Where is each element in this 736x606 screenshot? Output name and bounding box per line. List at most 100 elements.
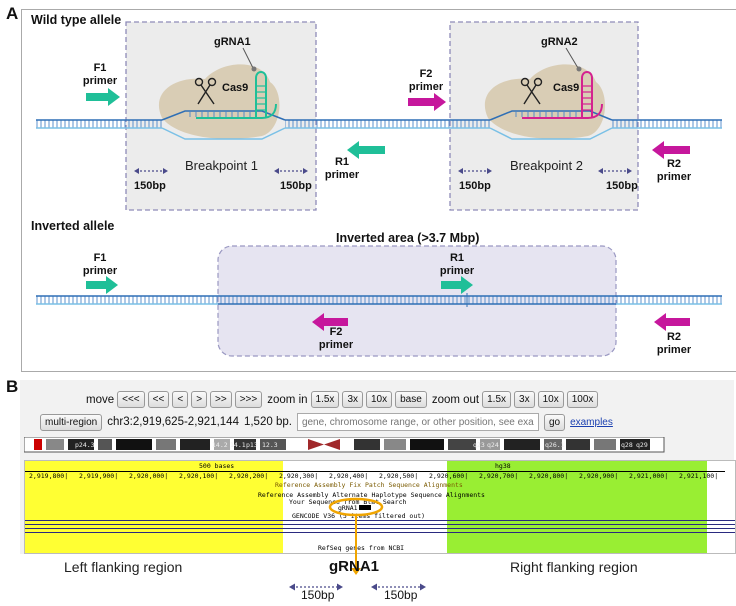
move-far-left-button[interactable]: <<<	[117, 391, 145, 408]
nav-controls-row: move <<< << < > >> >>> zoom in 1.5x 3x 1…	[86, 391, 599, 408]
wild-type-title: Wild type allele	[31, 13, 122, 27]
multi-region-button[interactable]: multi-region	[40, 413, 103, 431]
ruler-tick: 2,920,400|	[329, 472, 369, 480]
ruler-tick: 2,920,900|	[579, 472, 619, 480]
alt-haplotype-track-label: Reference Assembly Alternate Haplotype S…	[258, 491, 485, 499]
panel-b-letter: B	[6, 377, 19, 396]
move-left-button[interactable]: <<	[147, 391, 170, 408]
wt-f2-arrow	[408, 93, 446, 111]
breakpoint1-label: Breakpoint 1	[185, 158, 258, 173]
right-flank-label: Right flanking region	[510, 559, 638, 575]
ruler-tick: 2,919,800|	[29, 472, 69, 480]
gene-line	[25, 532, 735, 533]
zoom-in-3x-button[interactable]: 3x	[342, 391, 363, 408]
grna-highlight-overlay	[289, 497, 426, 591]
assembly-label: hg38	[495, 462, 511, 470]
band-label: q23	[473, 441, 485, 449]
blat-hit[interactable]	[359, 505, 371, 510]
grna1-label: gRNA1	[214, 36, 251, 48]
ruler-tick: 2,920,600|	[429, 472, 469, 480]
band-label: 14.2	[212, 441, 228, 449]
blat-item-label: gRNA1	[338, 504, 358, 512]
zoom-out-3x-button[interactable]: 3x	[514, 391, 535, 408]
left-flank-highlight	[25, 461, 283, 553]
inv-f1-arrow	[86, 276, 118, 294]
wt-f1-arrow	[86, 88, 120, 106]
ruler-tick: 2,920,500|	[379, 472, 419, 480]
scale-bar-text: 500 bases	[199, 462, 235, 470]
inv-r1-arrow	[441, 276, 473, 294]
ruler-tick: 2,920,300|	[279, 472, 319, 480]
scissors-2-icon	[520, 77, 543, 105]
gene-line	[25, 524, 735, 525]
cas9-1-blob	[158, 64, 280, 139]
track-image[interactable]: 500 bases hg38 2,919,800| 2,919,900| 2,9…	[24, 460, 736, 554]
zoom-in-10x-button[interactable]: 10x	[366, 391, 393, 408]
inv-f2-arrow	[312, 313, 348, 331]
wt-r1-arrow	[347, 141, 385, 159]
go-button[interactable]: go	[543, 413, 566, 431]
zoom-out-100x-button[interactable]: 100x	[566, 391, 599, 408]
ruler-line	[25, 471, 725, 472]
move-step-left-button[interactable]: <	[172, 391, 189, 408]
band-label: q29	[636, 441, 648, 449]
chromosome-ideogram[interactable]	[24, 437, 666, 453]
position-search-input[interactable]	[296, 413, 539, 431]
inv-r2-arrow	[654, 313, 690, 331]
bp150-label: 150bp	[280, 180, 312, 192]
gene-line	[25, 528, 735, 529]
grna1-highlight-label: gRNA1	[329, 558, 380, 575]
ruler-tick: 2,919,900|	[79, 472, 119, 480]
band-label: q24	[487, 441, 499, 449]
move-label: move	[86, 393, 115, 406]
ruler-tick: 2,921,000|	[629, 472, 669, 480]
bp150-left-label: 150bp	[301, 588, 335, 602]
examples-link[interactable]: examples	[570, 416, 613, 428]
zoom-out-1-5x-button[interactable]: 1.5x	[482, 391, 512, 408]
bp150-label: 150bp	[606, 180, 638, 192]
cas9-2-blob	[484, 64, 606, 139]
inverted-area-label: Inverted area (>3.7 Mbp)	[336, 231, 480, 245]
band-label: 14.1	[230, 441, 246, 449]
zoom-out-label: zoom out	[431, 393, 480, 406]
ruler-tick: 2,920,700|	[479, 472, 519, 480]
band-label: p13	[246, 441, 258, 449]
breakpoint2-label: Breakpoint 2	[510, 158, 583, 173]
left-flank-label: Left flanking region	[64, 559, 183, 575]
gene-line	[25, 520, 735, 521]
ruler-tick: 2,920,000|	[129, 472, 169, 480]
right-flank-highlight	[447, 461, 707, 553]
panel-a-diagram	[36, 21, 722, 357]
position-text: chr3:2,919,625-2,921,144	[107, 416, 239, 428]
band-label: p24.3	[75, 441, 95, 449]
band-label: q28	[621, 441, 633, 449]
zoom-out-10x-button[interactable]: 10x	[537, 391, 564, 408]
move-step-right-button[interactable]: >	[191, 391, 208, 408]
ruler-tick: 2,920,100|	[179, 472, 219, 480]
move-right-button[interactable]: >>	[210, 391, 232, 408]
scissors-1-icon	[194, 77, 217, 105]
fix-patch-track-label: Reference Assembly Fix Patch Sequence Al…	[275, 481, 463, 489]
cas9-1-label: Cas9	[222, 82, 249, 94]
zoom-in-label: zoom in	[267, 393, 308, 406]
grna2-label: gRNA2	[541, 36, 578, 48]
ruler-tick: 2,920,800|	[529, 472, 569, 480]
move-far-right-button[interactable]: >>>	[234, 391, 263, 408]
refseq-track-label: RefSeq genes from NCBI	[318, 544, 405, 552]
cas9-2-label: Cas9	[553, 82, 580, 94]
size-text: 1,520 bp.	[243, 416, 292, 428]
zoom-base-button[interactable]: base	[395, 391, 427, 408]
ruler-tick: 2,920,200|	[229, 472, 269, 480]
wt-r2-arrow	[652, 141, 690, 159]
panel-a-letter: A	[6, 4, 19, 23]
blat-track-label: Your Sequence from Blat Search	[289, 498, 407, 506]
zoom-in-1-5x-button[interactable]: 1.5x	[310, 391, 340, 408]
bp150-label: 150bp	[459, 180, 491, 192]
inverted-allele-title: Inverted allele	[31, 219, 115, 233]
